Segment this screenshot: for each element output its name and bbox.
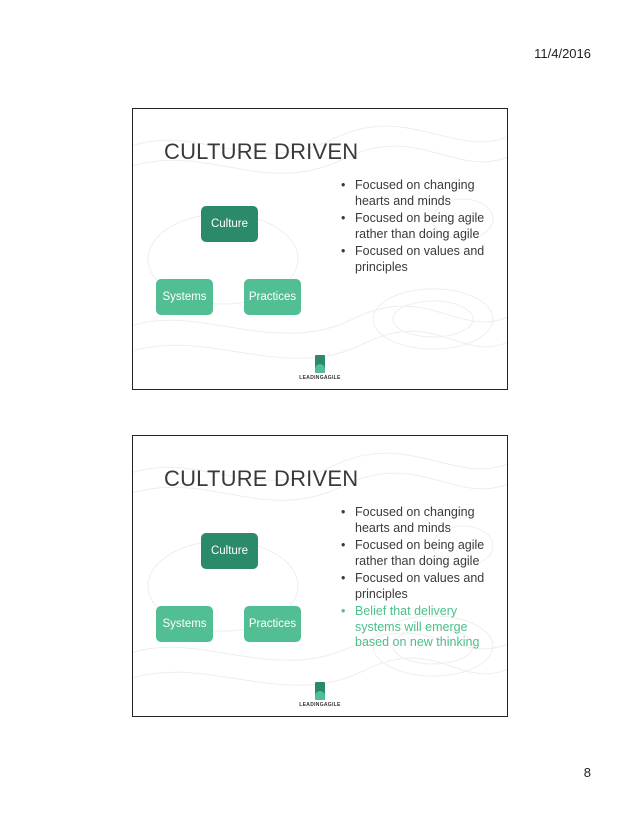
bullet-list: Focused on changing hearts and minds Foc… (337, 505, 502, 653)
bullet-item: Focused on being agile rather than doing… (337, 538, 502, 569)
bullet-list: Focused on changing hearts and minds Foc… (337, 178, 502, 277)
bullet-item: Focused on being agile rather than doing… (337, 211, 502, 242)
leadingagile-logo: LEADINGAGILE (297, 355, 343, 383)
highlighted-bullet-item: Belief that delivery systems will emerge… (337, 604, 502, 651)
leadingagile-logo: LEADINGAGILE (297, 682, 343, 710)
culture-box: Culture (201, 533, 258, 569)
bullet-item: Focused on values and principles (337, 244, 502, 275)
logo-mark-accent (315, 364, 325, 373)
bullet-item: Focused on changing hearts and minds (337, 178, 502, 209)
bullet-item: Focused on values and principles (337, 571, 502, 602)
page-date: 11/4/2016 (534, 46, 591, 61)
practices-box: Practices (244, 279, 301, 315)
slide-title: CULTURE DRIVEN (164, 139, 359, 164)
bullet-item: Focused on changing hearts and minds (337, 505, 502, 536)
practices-box: Practices (244, 606, 301, 642)
slide-title: CULTURE DRIVEN (164, 466, 359, 491)
logo-mark-accent (315, 691, 325, 700)
topographic-background (133, 125, 507, 359)
culture-box: Culture (201, 206, 258, 242)
slide-2: CULTURE DRIVEN Culture Systems Practices… (132, 435, 508, 717)
logo-wordmark: LEADINGAGILE (299, 375, 341, 381)
page-number: 8 (583, 765, 591, 780)
logo-wordmark: LEADINGAGILE (299, 702, 341, 708)
systems-box: Systems (156, 279, 213, 315)
slide-1: CULTURE DRIVEN Culture Systems Practices… (132, 108, 508, 390)
systems-box: Systems (156, 606, 213, 642)
